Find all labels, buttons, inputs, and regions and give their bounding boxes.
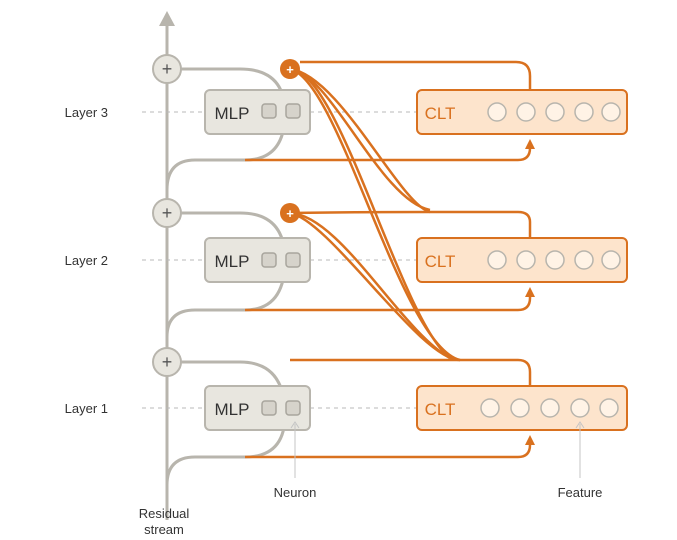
clt-label: CLT: [425, 400, 456, 419]
clt-label: CLT: [425, 252, 456, 271]
feature: [480, 398, 500, 418]
plus-symbol: +: [162, 352, 173, 372]
feature-annotation: Feature: [558, 485, 603, 500]
orange-plus-node-layer3: +: [280, 59, 300, 79]
feature: [487, 102, 507, 122]
neuron: [285, 400, 301, 416]
mlp-label: MLP: [215, 400, 250, 419]
neuron: [285, 252, 301, 268]
plus-symbol: +: [162, 59, 173, 79]
mlp-label: MLP: [215, 252, 250, 271]
mlp-box-layer3: MLP: [204, 89, 311, 135]
clt-box-layer3: CLT: [416, 89, 628, 135]
neuron: [261, 103, 277, 119]
feature: [599, 398, 619, 418]
mlp-box-layer2: MLP: [204, 237, 311, 283]
neuron: [261, 400, 277, 416]
feature: [510, 398, 530, 418]
clt-box-layer2: CLT: [416, 237, 628, 283]
plus-symbol: +: [286, 62, 294, 77]
mlp-gray-paths: [165, 67, 287, 486]
feature: [516, 102, 536, 122]
feature: [545, 250, 565, 270]
neuron: [261, 252, 277, 268]
feature: [545, 102, 565, 122]
residual-stream-arrowhead: [159, 11, 175, 26]
clt-label: CLT: [425, 104, 456, 123]
feature: [574, 102, 594, 122]
clt-orange-paths: [245, 60, 535, 459]
feature: [601, 102, 621, 122]
clt-box-layer1: CLT: [416, 385, 628, 431]
plus-node-layer3: +: [152, 54, 182, 84]
feature: [570, 398, 590, 418]
orange-plus-node-layer2: +: [280, 203, 300, 223]
feature: [574, 250, 594, 270]
layer-label-3: Layer 3: [65, 105, 108, 120]
layer-label-2: Layer 2: [65, 253, 108, 268]
mlp-box-layer1: MLP: [204, 385, 311, 431]
feature: [601, 250, 621, 270]
residual-stream-label-line1: Residual: [139, 506, 190, 521]
mlp-label: MLP: [215, 104, 250, 123]
plus-node-layer2: +: [152, 198, 182, 228]
neuron: [285, 103, 301, 119]
feature: [516, 250, 536, 270]
layer-label-1: Layer 1: [65, 401, 108, 416]
feature: [540, 398, 560, 418]
feature: [487, 250, 507, 270]
plus-node-layer1: +: [152, 347, 182, 377]
plus-symbol: +: [286, 206, 294, 221]
neuron-annotation: Neuron: [274, 485, 317, 500]
annotation-pointers: [290, 421, 585, 478]
plus-symbol: +: [162, 203, 173, 223]
residual-stream-label-line2: stream: [144, 522, 184, 537]
